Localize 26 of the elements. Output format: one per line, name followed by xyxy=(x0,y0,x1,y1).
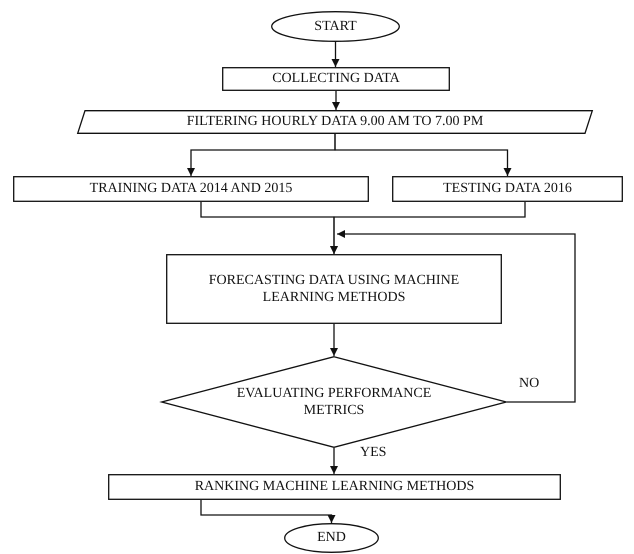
end-terminal xyxy=(284,523,379,553)
node-label: FILTERING HOURLY DATA 9.00 AM TO 7.00 PM xyxy=(186,113,484,131)
node-label: START xyxy=(314,18,357,36)
start-terminal xyxy=(271,11,400,42)
arrow xyxy=(334,134,512,176)
node-label: EVALUATING PERFORMANCE METRICS xyxy=(236,384,432,420)
node-label: FORECASTING DATA USING MACHINE LEARNING METHODS xyxy=(208,272,460,306)
node-label: COLLECTING DATA xyxy=(272,70,400,88)
node-label: TRAINING DATA 2014 AND 2015 xyxy=(90,180,292,198)
decision-diamond xyxy=(161,356,507,448)
process-box xyxy=(222,67,450,91)
arrow xyxy=(330,448,338,474)
arrow xyxy=(330,324,338,356)
process-box xyxy=(108,474,561,500)
arrow xyxy=(332,42,340,67)
arrow xyxy=(332,91,340,110)
node-label: RANKING MACHINE LEARNING METHODS xyxy=(194,478,474,496)
process-box xyxy=(392,176,623,202)
arrow xyxy=(337,230,576,403)
process-box xyxy=(166,254,502,324)
process-box xyxy=(13,176,369,202)
arrow xyxy=(330,202,526,254)
arrow xyxy=(200,500,336,523)
node-label: TESTING DATA 2016 xyxy=(443,180,572,198)
input-parallelogram xyxy=(77,110,593,134)
node-label: END xyxy=(317,529,346,547)
